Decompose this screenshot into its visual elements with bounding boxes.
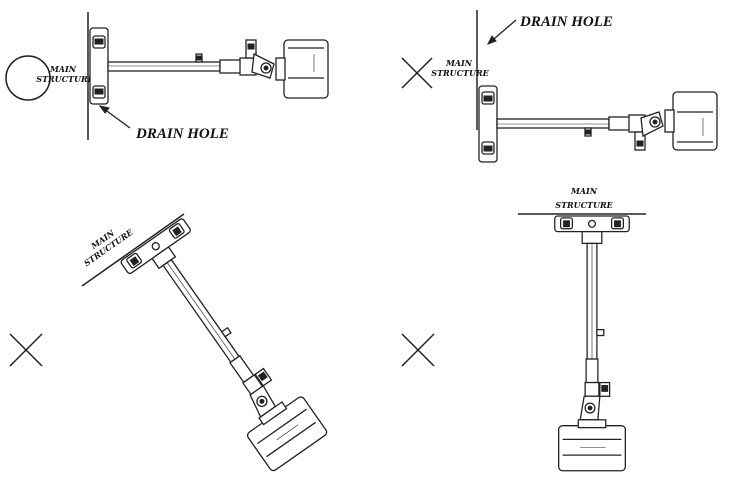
main-label: MAIN xyxy=(49,64,77,74)
circle-icon xyxy=(5,55,51,101)
wall-line xyxy=(81,213,185,287)
structure-label: STRUCTURE xyxy=(36,74,94,84)
cross-icon xyxy=(401,333,435,367)
cross-icon xyxy=(401,57,433,89)
panel-top-left: MAIN STRUCTURE DRAIN HOLE xyxy=(5,12,329,142)
drain-hole-label: DRAIN HOLE xyxy=(135,126,229,142)
panel-bottom-right: MAIN STRUCTURE xyxy=(401,186,646,472)
fixture xyxy=(119,217,333,476)
fixture xyxy=(554,215,630,472)
main-label: MAIN xyxy=(445,58,473,68)
cross-icon xyxy=(9,333,43,367)
fixture xyxy=(478,85,718,163)
structure-label: STRUCTURE xyxy=(555,200,613,210)
panel-bottom-left: MAIN STRUCTURE xyxy=(9,213,333,476)
panel-top-right: MAIN STRUCTURE DRAIN HOLE xyxy=(401,10,718,163)
main-label: MAIN xyxy=(570,186,598,196)
structure-label: STRUCTURE xyxy=(431,68,489,78)
fixture xyxy=(89,27,329,105)
drain-hole-label: DRAIN HOLE xyxy=(519,14,613,30)
